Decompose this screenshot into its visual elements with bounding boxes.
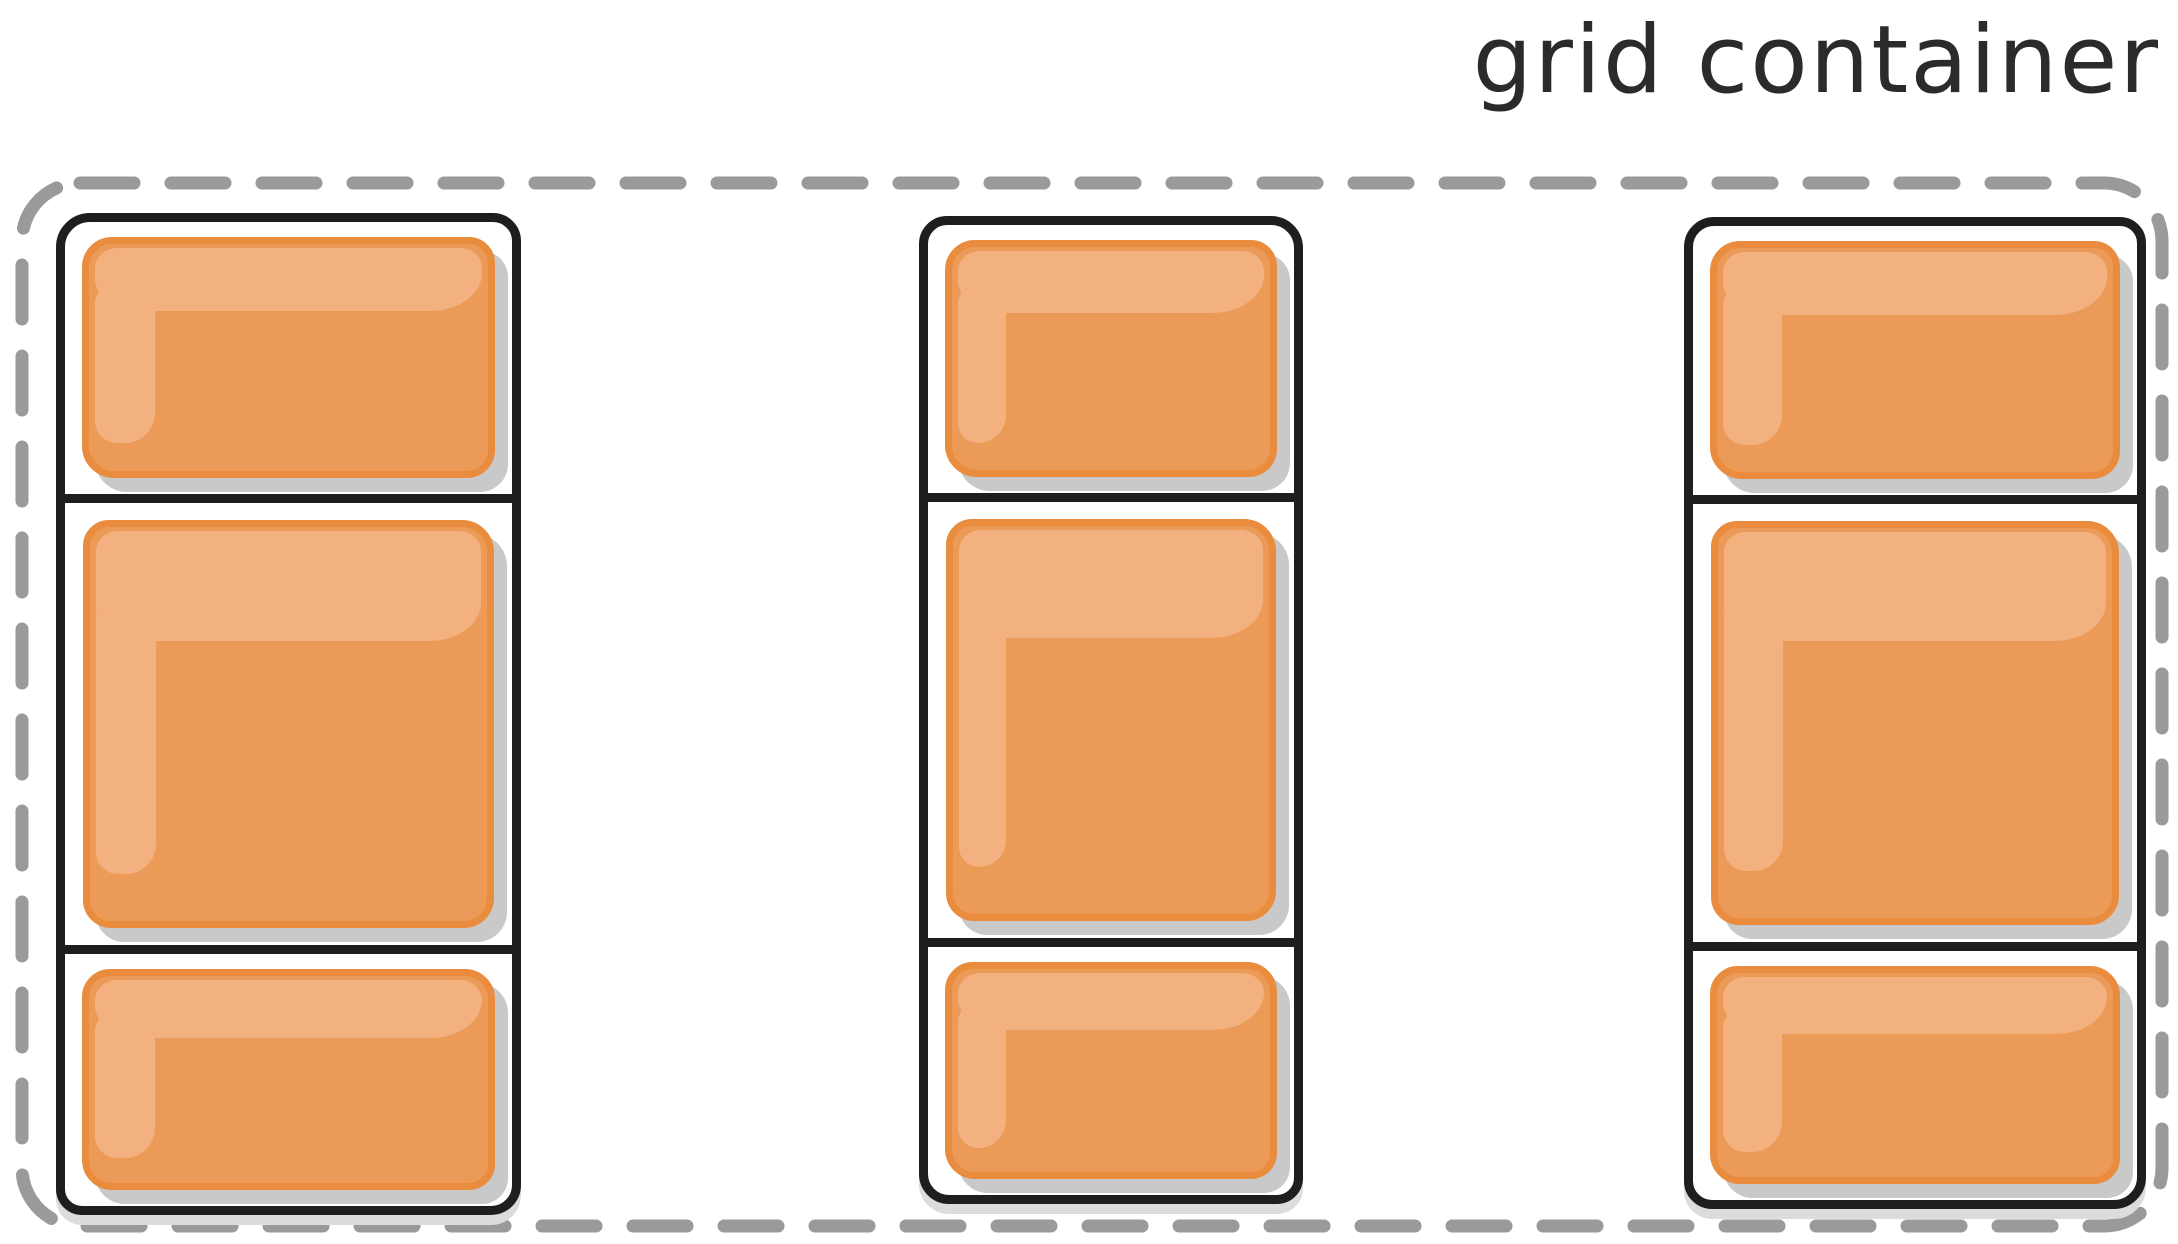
grid-item-small: [945, 961, 1277, 1179]
grid-item-small: [82, 969, 495, 1190]
grid-item-small: [1710, 241, 2120, 479]
grid-cell: [928, 937, 1294, 1195]
grid-column-2: [919, 216, 1303, 1204]
grid-item-large: [946, 518, 1276, 921]
grid-cell: [1693, 226, 2137, 495]
grid-cell: [1693, 941, 2137, 1200]
grid-item-large: [1711, 520, 2119, 925]
grid-item-small: [1710, 965, 2120, 1184]
grid-cell: [65, 945, 512, 1206]
grid-cell: [65, 493, 512, 946]
grid-column-3: [1684, 217, 2146, 1209]
grid-cell: [1693, 494, 2137, 942]
grid-item-small: [945, 240, 1277, 477]
grid-cell: [65, 222, 512, 494]
grid-item-small: [82, 237, 495, 478]
grid-container-label: grid container: [1472, 6, 2160, 115]
grid-cell: [928, 492, 1294, 938]
grid-cell: [928, 225, 1294, 493]
grid-column-1: [56, 213, 521, 1215]
grid-item-large: [83, 519, 494, 929]
